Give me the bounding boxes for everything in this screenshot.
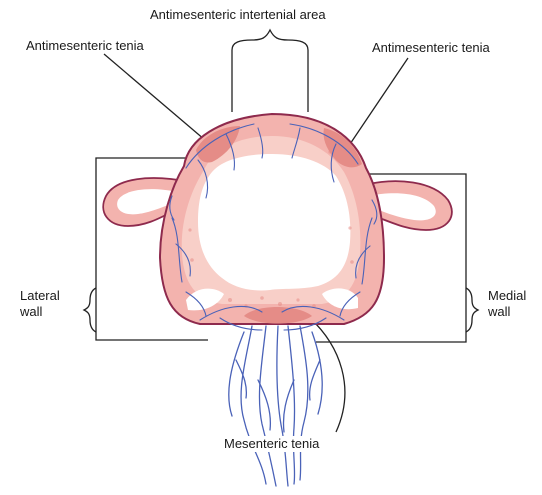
label-lateral-wall: Lateral wall xyxy=(20,288,70,320)
bowel-wall xyxy=(160,114,384,324)
label-antimesenteric-tenia-right: Antimesenteric tenia xyxy=(372,40,490,56)
top-brace xyxy=(232,30,308,50)
leader-tenia-right xyxy=(346,58,408,150)
vessel xyxy=(300,326,308,480)
mesenteric-vessels xyxy=(229,326,322,486)
vessel xyxy=(310,360,320,400)
vessel xyxy=(288,326,295,484)
medial-wall-curly xyxy=(466,288,478,332)
lumen xyxy=(198,154,350,291)
label-antimesenteric-tenia-left: Antimesenteric tenia xyxy=(26,38,144,54)
label-mesenteric-tenia: Mesenteric tenia xyxy=(222,436,321,452)
label-antimesenteric-intertenial-area: Antimesenteric intertenial area xyxy=(150,7,326,23)
lateral-wall-curly xyxy=(84,288,96,332)
vessel xyxy=(283,380,294,432)
vessel xyxy=(277,326,288,486)
vessel xyxy=(241,326,266,484)
leader-mesenteric-tenia xyxy=(310,318,345,432)
vessel xyxy=(312,332,322,414)
leader-tenia-left xyxy=(104,54,205,140)
label-medial-wall: Medial wall xyxy=(488,288,538,320)
